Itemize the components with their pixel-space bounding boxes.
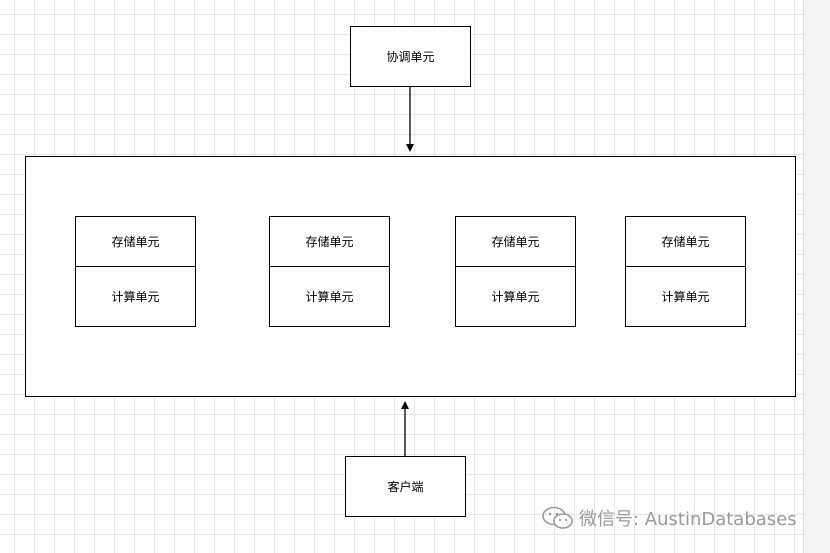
storage-unit-cell[interactable]: 存储单元 [626, 217, 745, 267]
node-unit-2[interactable]: 存储单元 计算单元 [269, 216, 390, 327]
client-label: 客户端 [387, 480, 424, 494]
node-unit-3[interactable]: 存储单元 计算单元 [455, 216, 576, 327]
compute-unit-cell[interactable]: 计算单元 [626, 267, 745, 326]
compute-unit-label: 计算单元 [661, 290, 710, 304]
compute-unit-label: 计算单元 [491, 290, 540, 304]
watermark-text: 微信号: AustinDatabases [579, 509, 797, 530]
node-unit-4[interactable]: 存储单元 计算单元 [625, 216, 746, 327]
node-unit-1[interactable]: 存储单元 计算单元 [75, 216, 196, 327]
compute-unit-cell[interactable]: 计算单元 [76, 267, 195, 326]
storage-unit-label: 存储单元 [661, 235, 710, 249]
cluster-container[interactable]: 存储单元 计算单元 存储单元 计算单元 存储单元 计算单元 存储单元 计算单元 [25, 156, 796, 397]
compute-unit-cell[interactable]: 计算单元 [270, 267, 389, 326]
compute-unit-cell[interactable]: 计算单元 [456, 267, 575, 326]
wechat-icon [542, 506, 573, 529]
storage-unit-cell[interactable]: 存储单元 [456, 217, 575, 267]
canvas-right-edge [803, 0, 830, 553]
coordinator-label: 协调单元 [386, 50, 435, 64]
storage-unit-label: 存储单元 [111, 235, 160, 249]
storage-unit-label: 存储单元 [491, 235, 540, 249]
watermark: 微信号: AustinDatabases [541, 505, 797, 531]
storage-unit-cell[interactable]: 存储单元 [270, 217, 389, 267]
client-box[interactable]: 客户端 [345, 456, 466, 517]
coordinator-box[interactable]: 协调单元 [350, 26, 471, 87]
storage-unit-cell[interactable]: 存储单元 [76, 217, 195, 267]
compute-unit-label: 计算单元 [305, 290, 354, 304]
storage-unit-label: 存储单元 [305, 235, 354, 249]
compute-unit-label: 计算单元 [111, 290, 160, 304]
